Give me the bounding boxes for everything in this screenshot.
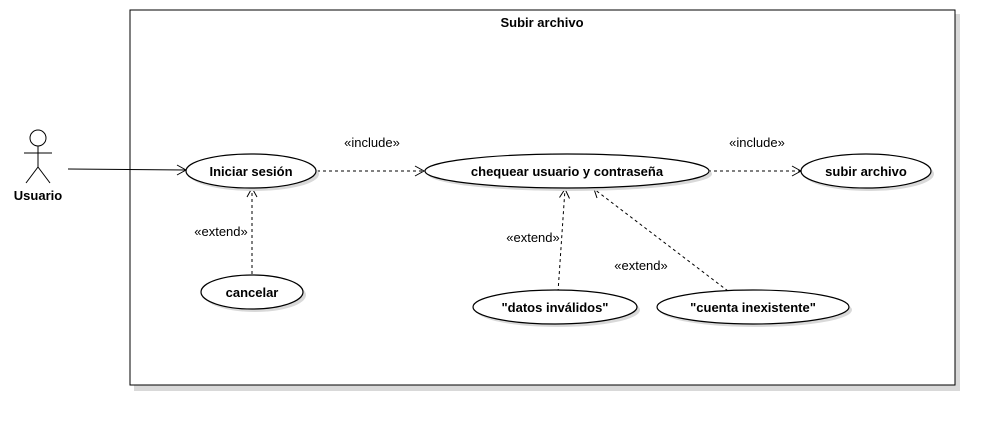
include-label-1: «include» [344, 135, 400, 150]
use-case-chequear-usuario[interactable]: chequear usuario y contraseña [424, 153, 712, 191]
use-case-datos-invalidos[interactable]: "datos inválidos" [472, 289, 640, 327]
stick-figure-icon [24, 129, 52, 184]
system-boundary: Subir archivo [129, 9, 960, 391]
extend-label-cancelar: «extend» [194, 224, 248, 239]
extend-label-cuenta: «extend» [614, 258, 668, 273]
actor-usuario[interactable]: Usuario [14, 129, 62, 203]
use-case-label: Iniciar sesión [209, 164, 292, 179]
use-case-label: "datos inválidos" [502, 300, 609, 315]
use-case-label: "cuenta inexistente" [690, 300, 816, 315]
extend-label-datos: «extend» [506, 230, 560, 245]
include-relation-1: «include» [317, 135, 426, 177]
use-case-label: chequear usuario y contraseña [471, 164, 664, 179]
use-case-label: cancelar [226, 285, 279, 300]
use-case-iniciar-sesion[interactable]: Iniciar sesión [185, 153, 319, 191]
use-case-label: subir archivo [825, 164, 907, 179]
system-title: Subir archivo [500, 15, 583, 30]
actor-label: Usuario [14, 188, 62, 203]
use-case-cancelar[interactable]: cancelar [200, 274, 306, 312]
use-case-cuenta-inexistente[interactable]: "cuenta inexistente" [656, 289, 852, 327]
include-label-2: «include» [729, 135, 785, 150]
use-case-subir-archivo[interactable]: subir archivo [800, 153, 934, 191]
